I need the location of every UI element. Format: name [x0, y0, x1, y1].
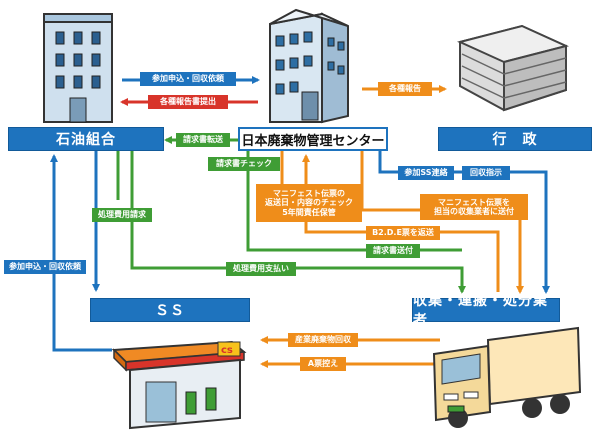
manifest-check-line-1: マニフェスト伝票の — [273, 189, 345, 199]
label-b2de-return: B2.D.E票を返送 — [366, 226, 440, 240]
center-building-icon — [269, 8, 349, 124]
label-join-request-left: 参加申込・回収依頼 — [4, 260, 86, 274]
gas-station-icon: cs — [111, 340, 247, 430]
label-fee-request: 処理費用請求 — [92, 208, 152, 222]
government-building-icon — [457, 24, 569, 112]
center-node: 日本廃棄物管理センター — [238, 127, 388, 151]
label-collect-instruction: 回収指示 — [462, 166, 510, 180]
collector-node: 収集・運搬・処分業者 — [412, 293, 560, 329]
label-a-slip-copy: A票控え — [300, 357, 346, 371]
truck-icon — [432, 326, 582, 428]
manifest-check-line-2: 返送日・内容のチェック — [265, 198, 353, 208]
ss-node: ＳＳ — [90, 298, 250, 322]
oil-union-node: 石油組合 — [8, 127, 164, 151]
label-manifest-send: マニフェスト伝票を 担当の収集業者に送付 — [420, 194, 528, 220]
label-report-submit: 各種報告書提出 — [148, 95, 228, 109]
arrow-ss-to-oil — [50, 154, 112, 352]
label-fee-payment: 処理費用支払い — [226, 262, 296, 276]
label-join-request-top: 参加申込・回収依頼 — [140, 72, 236, 86]
manifest-send-line-2: 担当の収集業者に送付 — [434, 207, 514, 216]
manifest-send-line-1: マニフェスト伝票を — [438, 197, 510, 207]
label-manifest-check: マニフェスト伝票の 返送日・内容のチェック 5年間責任保管 — [256, 184, 362, 222]
label-industrial-collection: 産業廃棄物回収 — [288, 333, 358, 347]
label-billing-transfer: 請求書転送 — [176, 133, 230, 147]
label-various-reports: 各種報告 — [378, 82, 432, 96]
manifest-check-line-3: 5年間責任保管 — [282, 207, 336, 217]
oil-union-building-icon — [43, 13, 113, 123]
label-billing-check: 請求書チェック — [208, 157, 280, 171]
government-node: 行 政 — [438, 127, 592, 151]
label-join-ss-contact: 参加SS連絡 — [398, 166, 454, 180]
label-invoice-send: 請求書送付 — [366, 244, 420, 258]
svg-text:cs: cs — [221, 345, 233, 356]
